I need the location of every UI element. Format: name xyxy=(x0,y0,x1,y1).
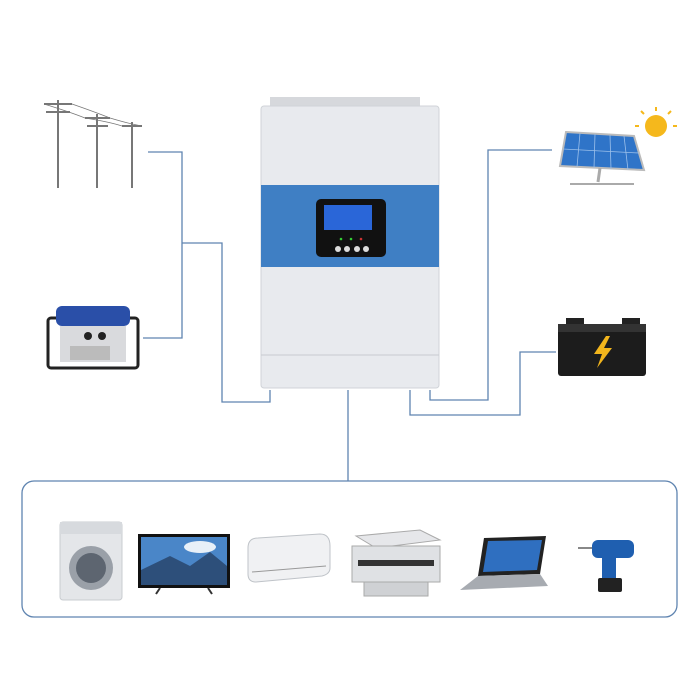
laptop-icon xyxy=(460,536,548,590)
air-conditioner-icon xyxy=(247,533,331,583)
power-drill-icon xyxy=(578,540,634,592)
lcd-screen xyxy=(324,205,372,230)
solar-wire xyxy=(429,149,552,401)
grid-wire xyxy=(143,151,183,339)
printer-icon xyxy=(351,529,442,597)
hybrid-inverter-icon xyxy=(260,97,440,389)
power-lines-icon xyxy=(43,100,143,188)
battery-icon xyxy=(558,318,646,376)
solar-panel-icon xyxy=(558,130,646,185)
sun-icon xyxy=(635,107,677,137)
tv-icon xyxy=(138,534,230,595)
generator-icon xyxy=(46,306,140,370)
ac-input-wire xyxy=(182,242,271,403)
wires xyxy=(21,149,678,618)
load-box xyxy=(21,480,678,618)
washing-machine-icon xyxy=(59,521,123,601)
battery-wire xyxy=(409,351,556,416)
